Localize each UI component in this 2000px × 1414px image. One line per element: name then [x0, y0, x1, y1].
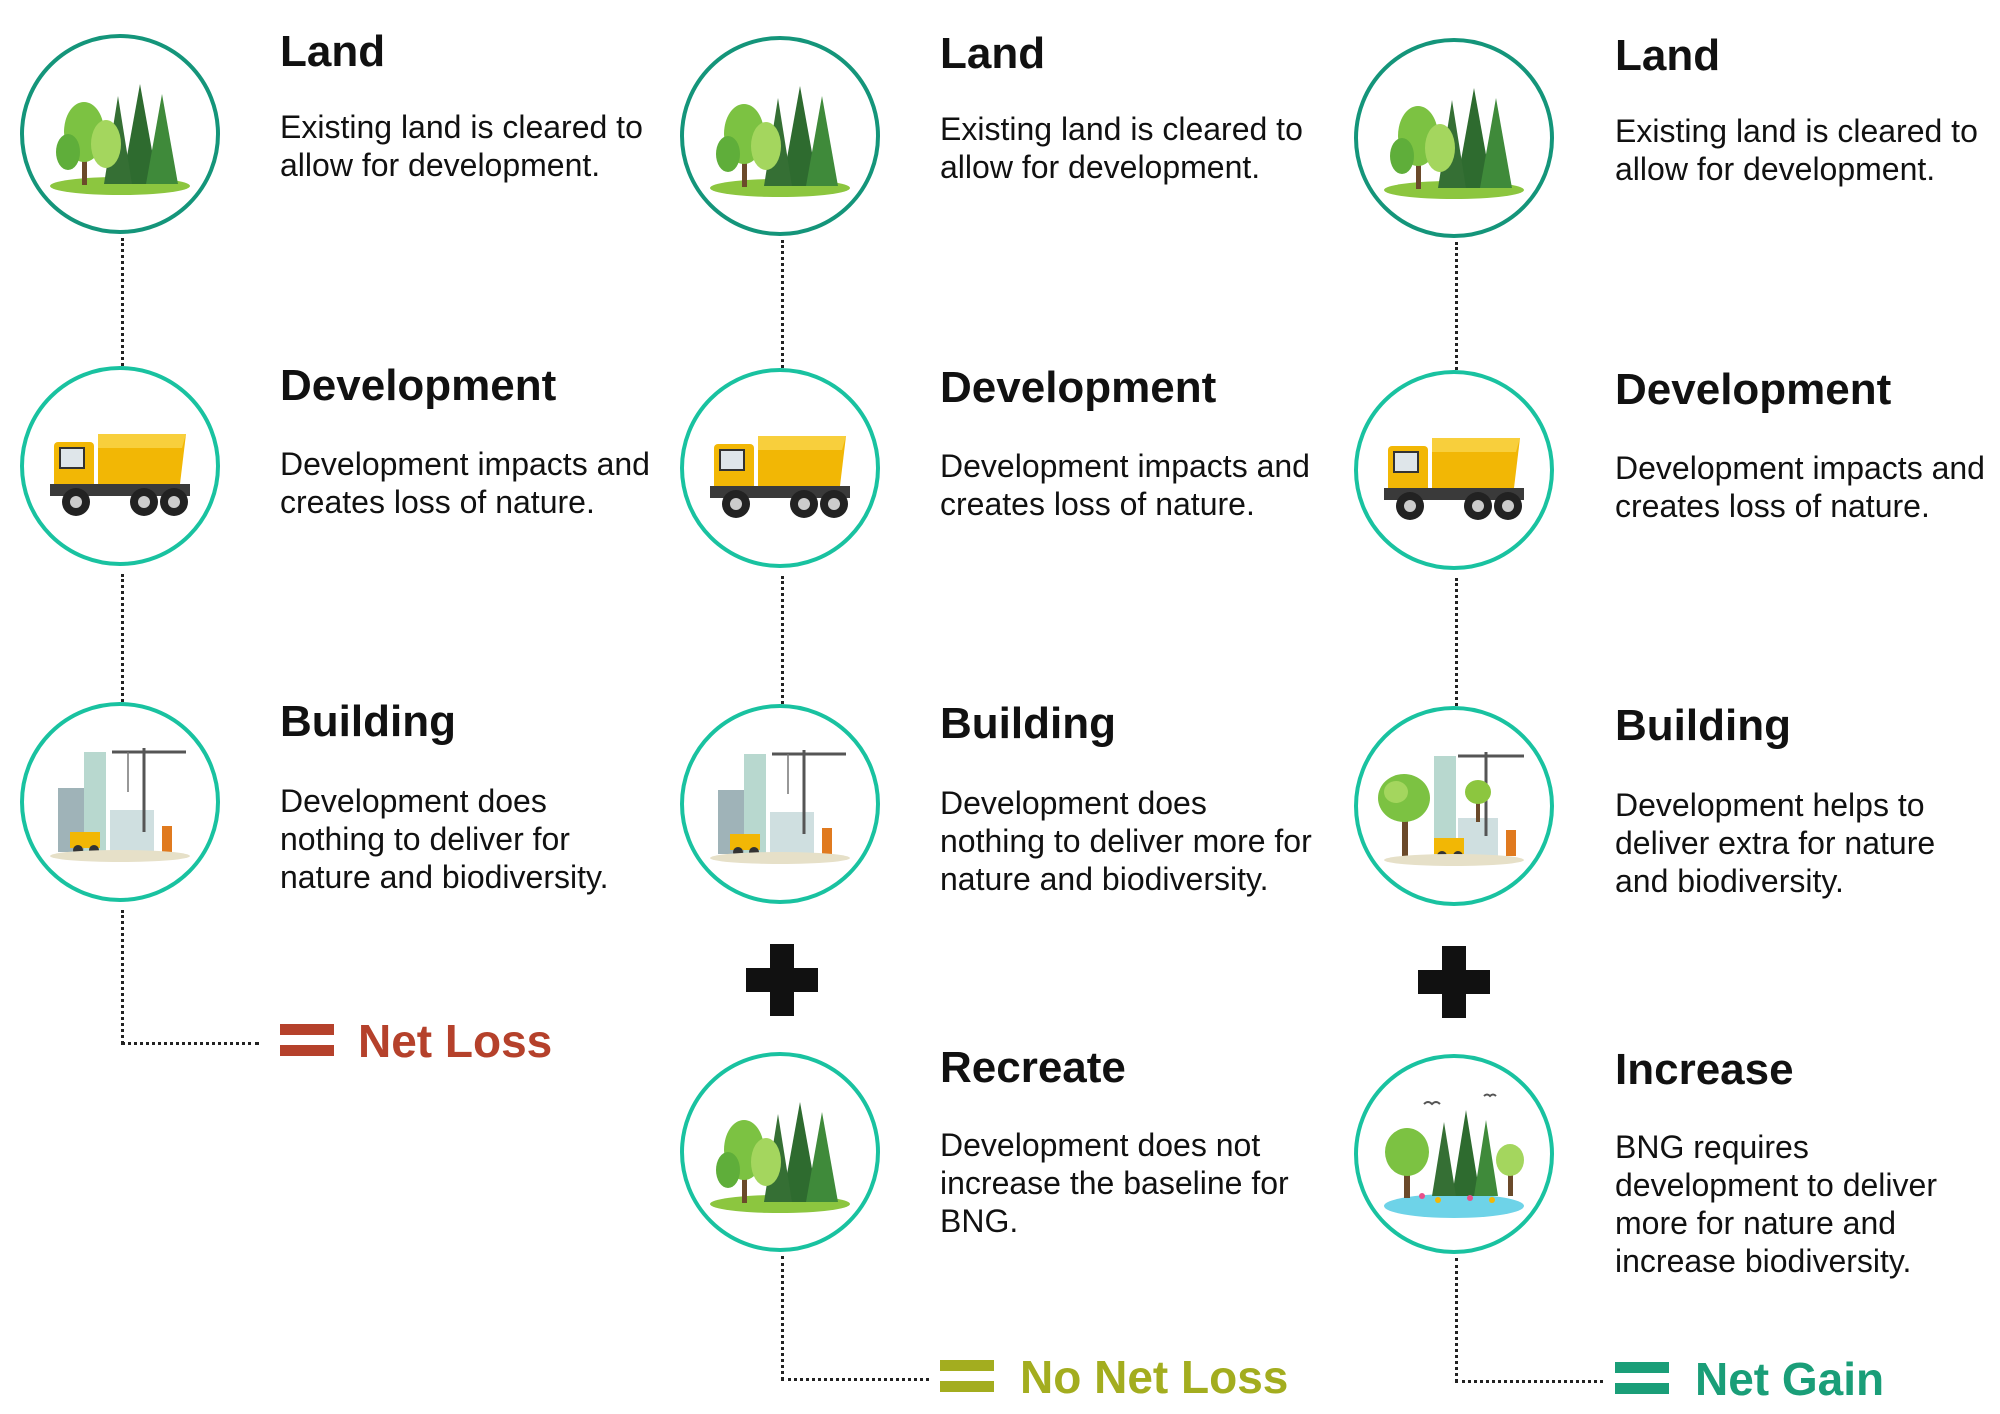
step-title: Development: [940, 363, 1217, 412]
step-title: Land: [940, 29, 1046, 78]
connector-line: [1455, 242, 1458, 370]
step-title: Building: [940, 699, 1116, 748]
outcome-label: No Net Loss: [1020, 1351, 1289, 1403]
equals-bar: [1615, 1383, 1669, 1394]
step-description: Existing land is cleared to allow for de…: [280, 109, 643, 183]
step-description: Existing land is cleared to allow for de…: [940, 111, 1303, 185]
connector-line: [121, 238, 124, 366]
step-title: Development: [1615, 365, 1892, 414]
step-description: Development helps to deliver extra for n…: [1615, 787, 1936, 899]
step-description: Existing land is cleared to allow for de…: [1615, 113, 1978, 187]
connector-line: [1455, 578, 1458, 706]
step-description: Development impacts and creates loss of …: [1615, 450, 1985, 524]
step-title: Development: [280, 361, 557, 410]
step-title: Increase: [1615, 1045, 1794, 1094]
outcome-label: Net Gain: [1695, 1353, 1885, 1405]
plus-icon: [1418, 946, 1490, 1018]
equals-sign-icon: [280, 1024, 334, 1058]
construction-site-icon: [680, 704, 880, 904]
connector-line: [781, 240, 784, 368]
step-description: Development does not increase the baseli…: [940, 1127, 1289, 1239]
equals-sign-icon: [1615, 1362, 1669, 1396]
thriving-habitat-icon: [1354, 1054, 1554, 1254]
forest-icon: [680, 36, 880, 236]
forest-icon: [20, 34, 220, 234]
connector-line: [1455, 1258, 1458, 1382]
step-description: Development impacts and creates loss of …: [280, 446, 650, 520]
equals-bar: [940, 1381, 994, 1392]
plus-icon: [746, 944, 818, 1016]
step-description: Development does nothing to deliver for …: [280, 783, 609, 895]
step-description: Development does nothing to deliver more…: [940, 785, 1312, 897]
equals-bar: [280, 1045, 334, 1056]
step-title: Recreate: [940, 1043, 1126, 1092]
equals-bar: [1615, 1362, 1669, 1373]
connector-line: [781, 576, 784, 704]
connector-line: [121, 1042, 259, 1045]
dump-truck-icon: [680, 368, 880, 568]
step-title: Building: [1615, 701, 1791, 750]
construction-site-icon: [20, 702, 220, 902]
connector-line: [781, 1256, 784, 1380]
dump-truck-icon: [20, 366, 220, 566]
forest-icon: [1354, 38, 1554, 238]
construction-site-with-trees-icon: [1354, 706, 1554, 906]
step-description: Development impacts and creates loss of …: [940, 448, 1310, 522]
connector-line: [781, 1378, 929, 1381]
dump-truck-icon: [1354, 370, 1554, 570]
connector-line: [1455, 1380, 1603, 1383]
equals-bar: [940, 1360, 994, 1371]
equals-bar: [280, 1024, 334, 1035]
step-description: BNG requires development to deliver more…: [1615, 1129, 1937, 1279]
outcome-label: Net Loss: [358, 1015, 553, 1067]
equals-sign-icon: [940, 1360, 994, 1394]
step-title: Building: [280, 697, 456, 746]
step-title: Land: [280, 27, 386, 76]
connector-line: [121, 574, 124, 702]
connector-line: [121, 910, 124, 1044]
forest-icon: [680, 1052, 880, 1252]
step-title: Land: [1615, 31, 1721, 80]
